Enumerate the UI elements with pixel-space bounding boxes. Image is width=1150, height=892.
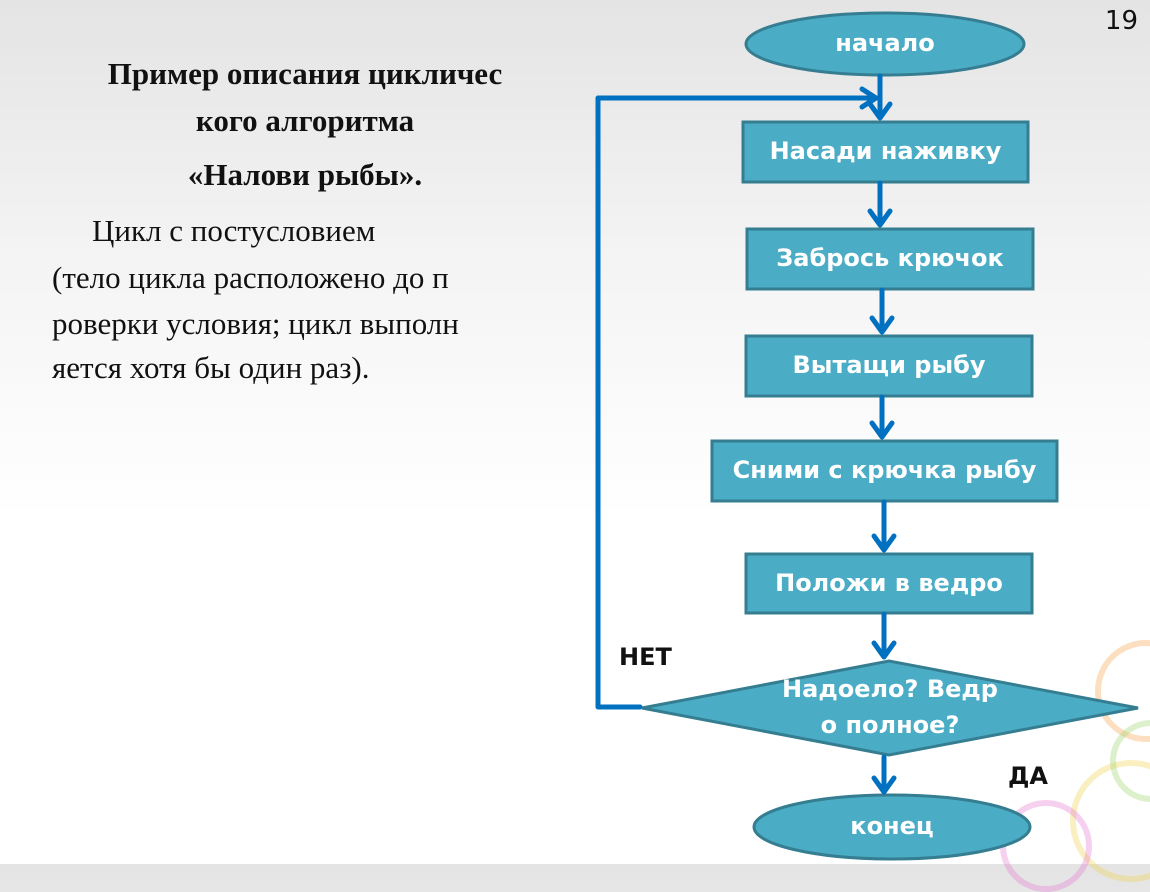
step-box (710, 439, 1059, 503)
arrow (871, 611, 897, 660)
step-label: Насади наживку (769, 137, 1002, 166)
description-line: Цикл с постусловием (92, 213, 376, 248)
step-label: Вытащи рыбу (792, 351, 986, 380)
slide-title-line: Пример описания цикличес (107, 56, 503, 91)
description-line: роверки условия; цикл выполн (52, 306, 459, 341)
condition-diamond (641, 659, 1139, 757)
step-label: Положи в ведро (775, 568, 1003, 597)
no-branch-label: НЕТ (619, 643, 672, 671)
slide-title-line: кого алгоритма (195, 103, 415, 138)
end-terminator (752, 793, 1032, 861)
arrow (871, 499, 897, 553)
condition-label-line: Надоело? Ведр (782, 675, 998, 704)
arrow (869, 394, 895, 440)
arrow (867, 73, 893, 121)
page-number: 19 (1104, 6, 1138, 36)
description-line: яется хотя бы один раз). (52, 350, 370, 385)
start-terminator (744, 11, 1026, 77)
step-box (744, 334, 1034, 398)
flowchart-shapes (595, 11, 1139, 861)
arrow (869, 287, 895, 335)
end-label: конец (850, 812, 934, 841)
slide-title-line: «Налови рыбы». (187, 157, 423, 192)
yes-branch-label: ДА (1008, 762, 1048, 790)
description-line: (тело цикла расположено до п (52, 260, 449, 295)
step-label: Забрось крючок (776, 244, 1004, 273)
loop-back-arrow (595, 86, 879, 710)
step-label: Сними с крючка рыбу (732, 456, 1037, 485)
arrow (867, 180, 893, 228)
step-box (744, 552, 1034, 615)
step-box (741, 120, 1030, 184)
step-box (745, 227, 1035, 291)
condition-label-line: о полное? (820, 711, 960, 740)
arrow (871, 754, 897, 795)
start-label: начало (835, 29, 935, 58)
